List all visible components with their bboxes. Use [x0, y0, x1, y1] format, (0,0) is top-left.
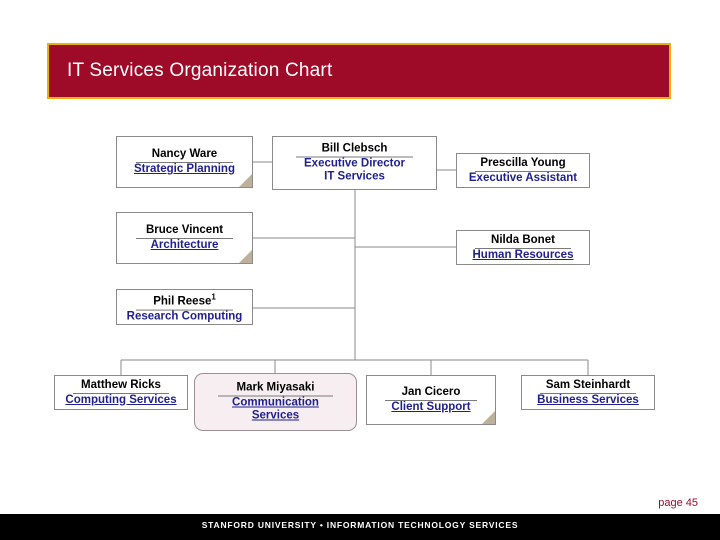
- org-node-nilda-bonet[interactable]: Nilda Bonet Human Resources: [456, 230, 590, 265]
- name-divider: [73, 392, 169, 394]
- org-node-role-line2: Services: [251, 409, 300, 422]
- name-divider: [135, 161, 234, 163]
- corner-fold-icon: [239, 174, 252, 187]
- org-node-role: Strategic Planning: [134, 163, 235, 175]
- org-node-name: Bruce Vincent: [145, 224, 224, 236]
- org-node-mark-miyasaki[interactable]: Mark Miyasaki Communication Services: [194, 373, 357, 431]
- org-node-role: Executive Director: [304, 157, 405, 170]
- org-node-phil-reese[interactable]: Phil Reese1 Research Computing: [116, 289, 253, 325]
- org-node-bruce-vincent[interactable]: Bruce Vincent Architecture: [116, 212, 253, 264]
- footer-bar: STANFORD UNIVERSITY • INFORMATION TECHNO…: [0, 514, 720, 540]
- org-node-role: Executive Assistant: [468, 171, 578, 184]
- org-node-name: Prescilla Young: [480, 156, 566, 169]
- corner-fold-icon: [239, 250, 252, 263]
- org-node-name: Phil Reese1: [153, 292, 216, 308]
- org-node-name: Jan Cicero: [401, 386, 461, 398]
- org-node-prescilla-young[interactable]: Prescilla Young Executive Assistant: [456, 153, 590, 188]
- org-node-name: Nilda Bonet: [491, 233, 555, 246]
- org-node-matthew-ricks[interactable]: Matthew Ricks Computing Services: [54, 375, 188, 410]
- page-number: page 45: [658, 497, 698, 509]
- name-divider: [135, 237, 234, 239]
- footer-text: STANFORD UNIVERSITY • INFORMATION TECHNO…: [201, 520, 519, 530]
- org-node-role: Human Resources: [472, 248, 574, 261]
- org-node-name: Mark Miyasaki: [236, 381, 315, 394]
- org-node-name: Nancy Ware: [151, 148, 218, 160]
- page-title: IT Services Organization Chart: [67, 60, 333, 81]
- org-node-name: Sam Steinhardt: [545, 378, 631, 391]
- org-node-role: Computing Services: [65, 393, 177, 406]
- org-node-nancy-ware[interactable]: Nancy Ware Strategic Planning: [116, 136, 253, 188]
- org-node-sam-steinhardt[interactable]: Sam Steinhardt Business Services: [521, 375, 655, 410]
- org-node-role: Client Support: [391, 401, 471, 413]
- slide-title-banner: IT Services Organization Chart: [47, 43, 671, 99]
- org-node-role: Business Services: [537, 393, 639, 406]
- org-node-role: Research Computing: [126, 310, 243, 323]
- footnote-marker: 1: [211, 292, 216, 302]
- org-node-bill-clebsch[interactable]: Bill Clebsch Executive Director IT Servi…: [272, 136, 437, 190]
- name-divider: [475, 170, 571, 172]
- name-divider: [135, 308, 234, 311]
- name-divider: [217, 395, 334, 397]
- org-node-role-line2: IT Services: [324, 170, 385, 183]
- name-divider: [540, 392, 636, 394]
- corner-fold-icon: [482, 411, 495, 424]
- name-divider: [475, 247, 571, 249]
- name-divider: [384, 399, 478, 401]
- org-node-role: Communication: [232, 396, 319, 409]
- org-node-role: Architecture: [150, 239, 219, 251]
- org-node-name: Matthew Ricks: [81, 378, 161, 391]
- org-node-jan-cicero[interactable]: Jan Cicero Client Support: [366, 375, 496, 425]
- org-node-name: Bill Clebsch: [321, 142, 388, 155]
- name-divider: [295, 156, 414, 158]
